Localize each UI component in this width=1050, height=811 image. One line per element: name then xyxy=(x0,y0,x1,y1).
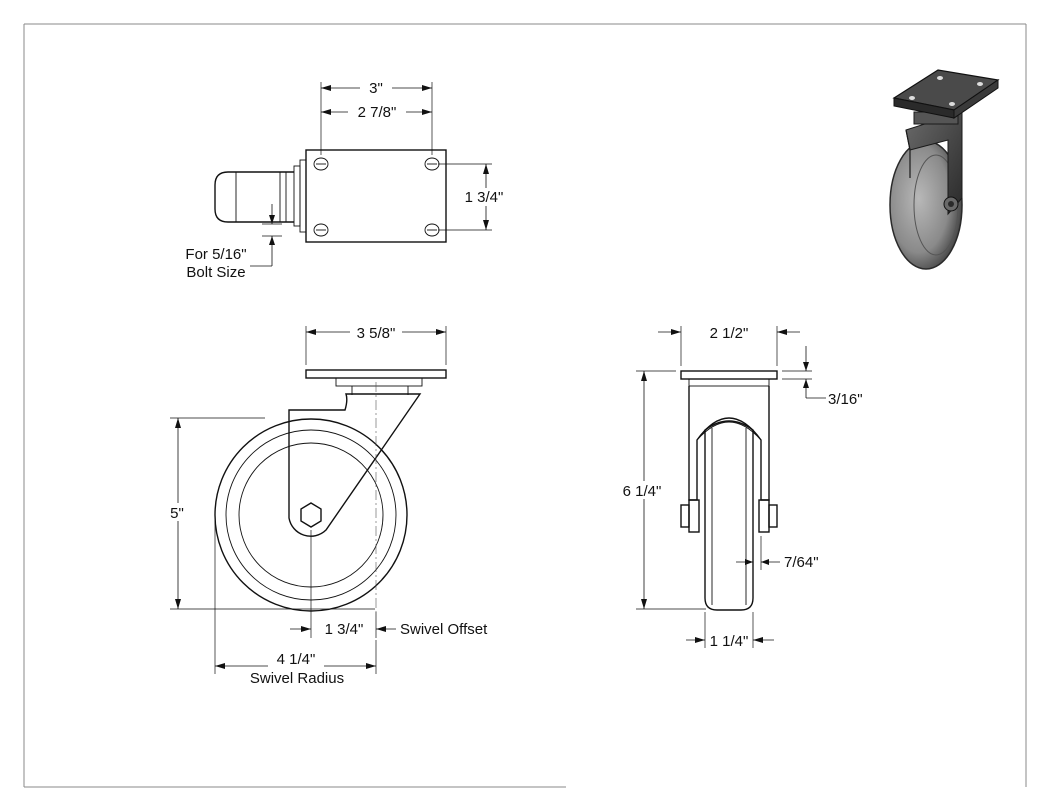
mounting-hole xyxy=(424,157,440,171)
mounting-hole xyxy=(424,223,440,237)
swivel-offset-label: Swivel Offset xyxy=(400,621,488,638)
dim-label: 7/64" xyxy=(784,554,819,571)
dim-plate-length-side: 3 5/8" xyxy=(305,323,447,365)
bolt-size-line1: For 5/16" xyxy=(185,246,246,263)
dim-label: 5" xyxy=(170,505,184,522)
mounting-hole xyxy=(313,223,329,237)
side-view xyxy=(214,369,447,612)
dim-overall-height-side: 5" xyxy=(166,417,375,610)
dim-plate-length-holes: 2 7/8" xyxy=(321,103,432,121)
front-view xyxy=(680,370,778,611)
dim-overall-height-front: 6 1/4" xyxy=(616,370,706,610)
dim-label: 6 1/4" xyxy=(623,483,662,500)
dim-plate-width-front: 2 1/2" xyxy=(658,325,800,366)
dim-label: 3 5/8" xyxy=(357,325,396,342)
dim-wheel-width: 1 1/4" xyxy=(686,612,774,650)
swivel-radius-label: Swivel Radius xyxy=(250,670,344,687)
dim-bolt-size: For 5/16" Bolt Size xyxy=(185,204,282,281)
dim-label: 3/16" xyxy=(828,391,863,408)
mounting-hole xyxy=(313,157,329,171)
dim-label: 1 3/4" xyxy=(465,189,504,206)
dim-plate-thickness: 3/16" xyxy=(782,346,863,408)
dim-label: 1 1/4" xyxy=(710,633,749,650)
dim-plate-width-holes: 1 3/4" xyxy=(438,163,508,231)
dim-swivel-offset: 1 3/4" Swivel Offset xyxy=(290,530,488,638)
dim-swivel-radius: 4 1/4" Swivel Radius xyxy=(214,520,377,687)
swivel-offset-value: 1 3/4" xyxy=(325,621,364,638)
dim-label: 2 1/2" xyxy=(710,325,749,342)
caster-3d-render xyxy=(889,69,1000,270)
dim-label: 2 7/8" xyxy=(358,104,397,121)
sheet-border xyxy=(23,23,1027,788)
top-view xyxy=(214,149,447,243)
dim-label: 3" xyxy=(369,80,383,97)
bolt-size-line2: Bolt Size xyxy=(186,264,245,281)
dim-fork-thickness: 7/64" xyxy=(736,536,819,571)
swivel-radius-value: 4 1/4" xyxy=(277,651,316,668)
dim-plate-length-outer: 3" xyxy=(320,79,433,155)
